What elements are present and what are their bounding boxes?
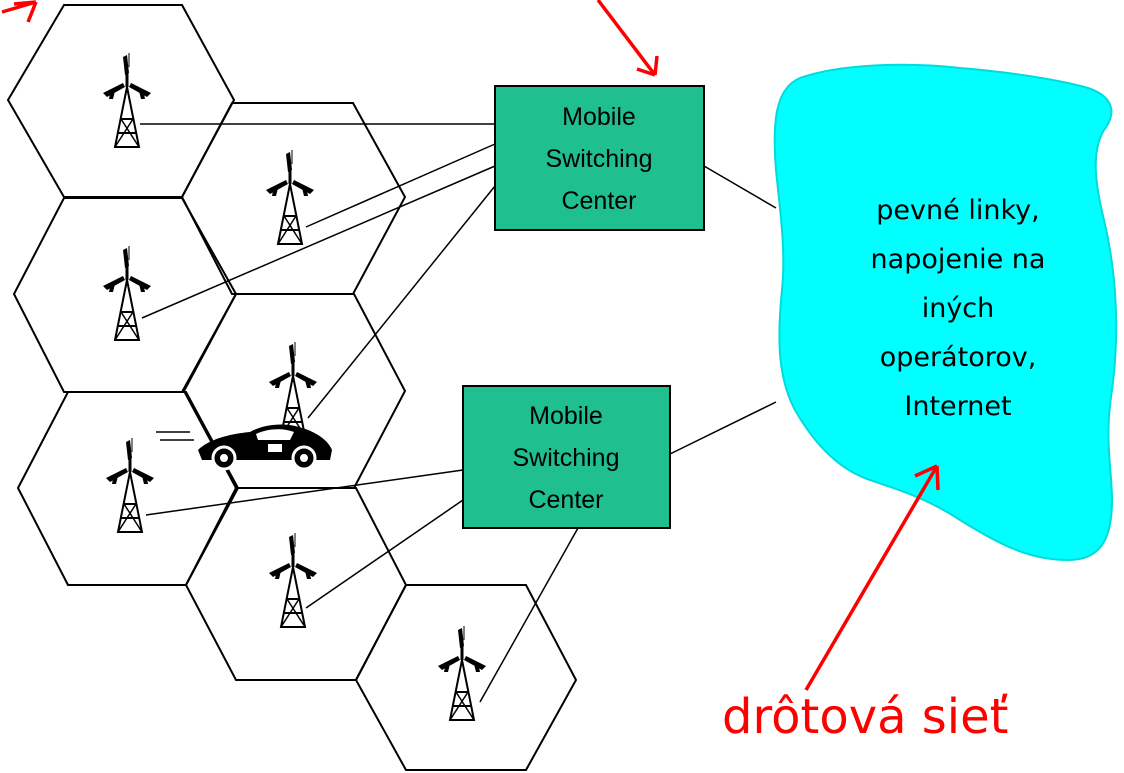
arrow-to-cells <box>1 0 38 23</box>
link-bs3-msc1 <box>141 165 496 319</box>
antenna-tower-icon <box>101 51 153 149</box>
link-bs5-msc2 <box>145 469 464 516</box>
car-icon <box>196 423 334 471</box>
link-bs6-msc2 <box>305 499 464 609</box>
msc-top-line3: Center <box>561 187 636 215</box>
msc-top: Mobile Switching Center <box>494 85 705 231</box>
wired-network-cloud: pevné linky, napojenie na iných operátor… <box>773 63 1118 562</box>
backhaul-links <box>140 123 777 703</box>
antenna-tower-icon <box>104 436 156 534</box>
cloud-line3: iných <box>922 293 995 324</box>
msc-top-line2: Switching <box>546 145 653 173</box>
antenna-tower-icon <box>101 244 153 342</box>
link-bs7-msc2 <box>479 527 579 703</box>
msc-bottom: Mobile Switching Center <box>462 385 671 529</box>
link-bs4-msc1 <box>307 185 496 419</box>
antenna-tower-icon <box>436 624 488 722</box>
mobile-user <box>156 423 334 471</box>
link-msc1-cloud <box>703 165 777 209</box>
antenna-tower-icon <box>264 148 316 246</box>
msc-bottom-line3: Center <box>528 486 603 514</box>
cell-7 <box>354 584 578 771</box>
link-bs2-msc1 <box>305 143 496 228</box>
cloud-line1: pevné linky, <box>876 195 1039 226</box>
cloud-line4: operátorov, <box>880 342 1037 373</box>
cell-1 <box>6 4 236 198</box>
msc-bottom-box <box>462 385 671 529</box>
wired-network-label: drôtová sieť <box>722 689 1008 745</box>
msc-top-line1: Mobile <box>562 103 636 131</box>
base-stations <box>101 51 488 722</box>
link-msc2-cloud <box>669 401 777 455</box>
cloud-shape <box>773 63 1118 562</box>
cell-grid <box>6 4 578 771</box>
cell-2 <box>180 102 407 295</box>
msc-top-box <box>494 85 705 231</box>
antenna-tower-icon <box>267 340 319 438</box>
msc-bottom-line1: Mobile <box>529 402 603 430</box>
arrow-to-msc <box>596 0 659 77</box>
msc-bottom-line2: Switching <box>513 444 620 472</box>
antenna-tower-icon <box>267 531 319 629</box>
cloud-line2: napojenie na <box>871 244 1046 275</box>
annotation-arrows <box>1 0 940 691</box>
arrow-to-cloud <box>804 464 940 691</box>
cloud-line5: Internet <box>904 391 1011 422</box>
